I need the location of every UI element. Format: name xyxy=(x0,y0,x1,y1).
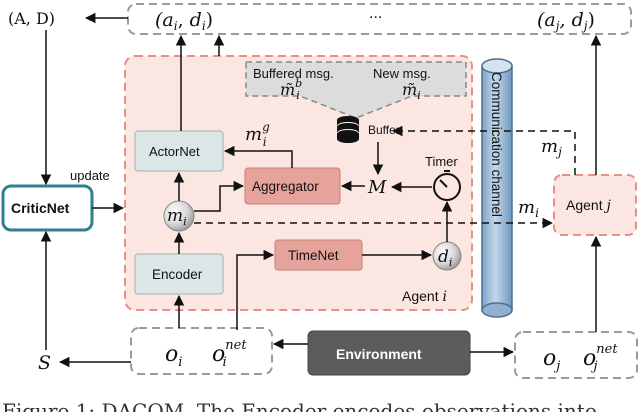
arrow-mi-agg xyxy=(194,180,245,212)
actornet-box xyxy=(134,130,224,172)
figure-caption: Figure 1: DACOM. The Encoder encodes obs… xyxy=(2,399,597,412)
label-S: S xyxy=(38,352,51,374)
top-action-box xyxy=(127,3,632,35)
label-AD: (A, D) xyxy=(8,9,55,28)
label-comm-channel: Communication channel xyxy=(489,72,504,217)
label-mi-to-agentj: mi xyxy=(518,197,539,220)
label-timer: Timer xyxy=(425,154,458,169)
label-mj: mj xyxy=(541,136,562,159)
label-new-msg: New msg. xyxy=(373,66,431,81)
label-M: M xyxy=(367,177,387,198)
label-oj: oj xyxy=(543,346,560,374)
environment-box xyxy=(307,330,471,376)
label-mi-node: mi xyxy=(167,206,187,228)
label-encoder: Encoder xyxy=(152,267,203,282)
label-buffered-msg: Buffered msg. xyxy=(253,66,334,81)
label-di-node: di xyxy=(438,247,452,269)
agent-j-box xyxy=(553,174,637,236)
database-icon xyxy=(337,116,359,143)
label-aggregator: Aggregator xyxy=(252,179,319,194)
buffer-message-box xyxy=(245,61,467,119)
label-actornet: ActorNet xyxy=(149,144,200,159)
label-oi: oi xyxy=(165,342,182,370)
label-timenet: TimeNet xyxy=(288,248,339,263)
obs-i-box xyxy=(130,327,273,375)
label-ai-di: (ai,di) xyxy=(155,9,213,33)
label-update: update xyxy=(70,168,110,183)
label-agent-j: Agent j xyxy=(566,197,611,214)
arrow-mj-buffer xyxy=(391,125,576,175)
label-buffer: Buffer xyxy=(368,123,400,137)
label-aj-dj: (aj, dj) xyxy=(537,9,595,33)
label-environment: Environment xyxy=(336,346,422,362)
label-criticnet: CriticNet xyxy=(11,200,70,216)
label-m-new: m̃i xyxy=(402,80,421,102)
timer-icon xyxy=(433,170,461,201)
arrow-agg-actor xyxy=(223,145,293,168)
arrow-oinet-timenet xyxy=(236,249,275,330)
label-agent-i: Agent i xyxy=(402,288,447,305)
label-ellipsis: ··· xyxy=(369,10,382,26)
obs-j-box xyxy=(514,331,638,379)
communication-channel xyxy=(481,58,513,318)
